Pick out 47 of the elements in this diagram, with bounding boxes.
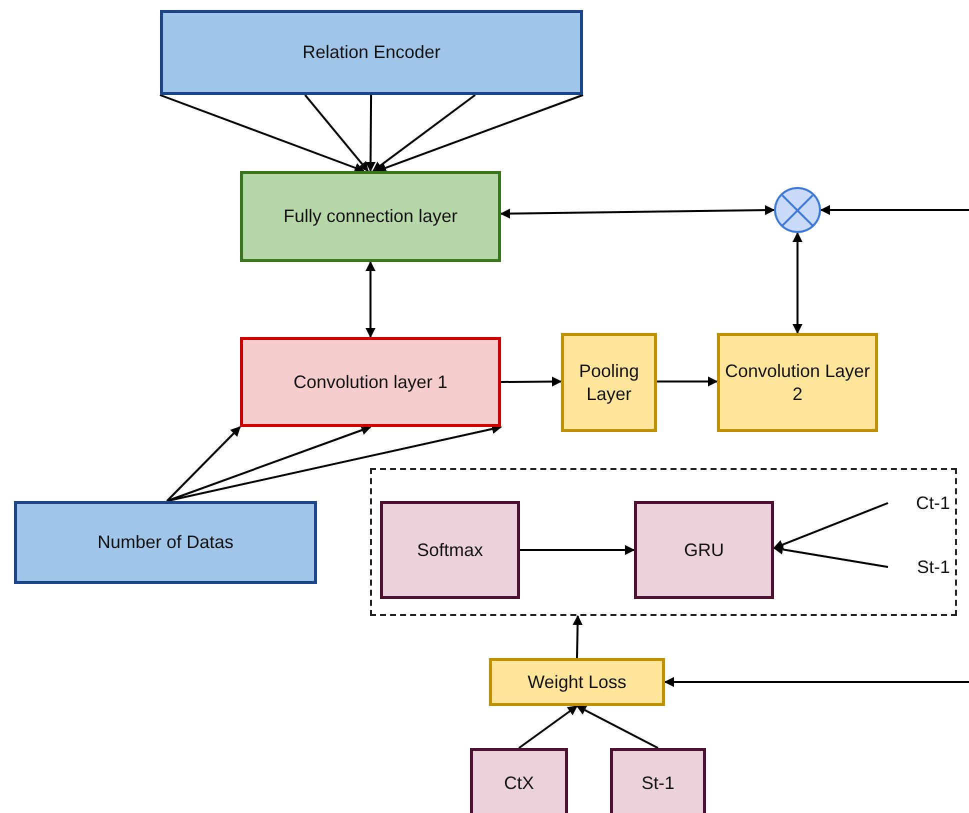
encoder-box [14,501,317,584]
dashed-group-box [370,468,957,616]
arrow [664,677,969,687]
process-box [380,501,520,599]
arrow [166,425,372,502]
node-label: Softmax [416,538,484,562]
input-label: St-1 [888,555,950,579]
encoder-box [160,10,583,95]
node-label: St-1 [641,772,674,794]
node-label: Fully connection layer [283,205,458,228]
arrow [773,502,888,550]
process-box [634,501,774,599]
node-label: Convolution layer 1 [293,370,448,394]
arrow [304,94,369,172]
layer-box [561,333,657,432]
arrow [160,94,365,173]
arrow [773,544,888,568]
arrow [372,94,476,172]
multiply-node [774,187,821,233]
arrow [166,424,502,502]
arrow [500,205,775,219]
arrow [366,95,376,172]
node-label: Weight Loss [528,670,626,694]
node-label: CtX [504,772,534,794]
process-box [470,748,568,813]
arrow [518,705,578,749]
layer-box [489,658,665,706]
arrow [166,426,241,502]
node-label: GRU [684,538,724,562]
arrow [820,205,969,215]
arrow [366,261,376,338]
arrow [520,545,635,555]
node-label: Convolution Layer 2 [724,360,872,405]
node-label: Pooling Layer [578,360,640,405]
arrow [376,94,584,173]
layer-box [240,171,501,262]
input-label: Ct-1 [888,491,950,515]
node-label: Relation Encoder [302,41,441,64]
arrow [792,232,802,334]
arrow [572,615,583,658]
layer-box [240,337,501,427]
arrow [501,376,562,387]
arrow [576,705,658,749]
node-label: Number of Datas [97,531,234,554]
arrow [657,376,718,386]
process-box [610,748,706,813]
layer-box [717,333,878,432]
